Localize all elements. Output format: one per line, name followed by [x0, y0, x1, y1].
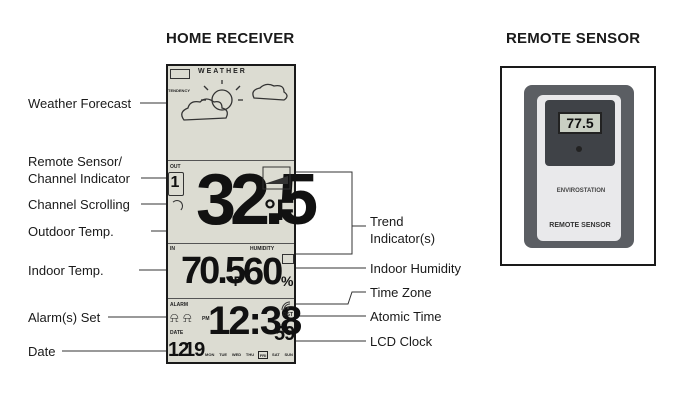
remote-sensor-frame [500, 66, 656, 266]
label-channel-indicator-line2: Channel Indicator [28, 171, 130, 186]
weather-label: WEATHER [198, 68, 247, 75]
home-receiver-lcd [166, 64, 296, 364]
label-time-zone: Time Zone [370, 285, 432, 300]
date-day: 19 [184, 339, 205, 361]
indoor-temp-unit: °F [228, 273, 243, 289]
date-label-lcd: DATE [170, 330, 184, 336]
dst-label: DST [283, 312, 293, 318]
weekday-sat: SAT [272, 352, 280, 357]
label-indoor-temp: Indoor Temp. [28, 263, 104, 278]
label-date: Date [28, 344, 56, 359]
atomic-signal-icon [281, 301, 291, 311]
alarm-bell-2-icon: ⍾ [183, 310, 192, 325]
sun-cloud-icon [181, 80, 288, 121]
sensor-led-icon [576, 146, 582, 152]
lcd-divider-indoor [168, 298, 294, 299]
out-label: OUT [170, 164, 181, 170]
label-atomic-time: Atomic Time [370, 309, 442, 324]
weekday-wed: WED [231, 352, 242, 357]
weekday-sun: SUN [284, 352, 293, 357]
label-trend-line2: Indicator(s) [370, 231, 436, 246]
label-trend-line1: Trend [370, 214, 404, 229]
weekday-thu: THU [245, 352, 255, 357]
weekday-mon: MON [205, 352, 215, 357]
home-receiver-heading: HOME RECEIVER [166, 30, 295, 47]
pm-label: PM [202, 316, 210, 322]
label-lcd-clock: LCD Clock [370, 334, 433, 349]
time-zone-leader [292, 291, 366, 305]
outdoor-temp-value: 32.5 [196, 160, 318, 240]
channel-indicator-box [168, 172, 184, 196]
date-month: 12 [168, 339, 189, 361]
label-channel-scrolling: Channel Scrolling [28, 197, 130, 212]
remote-sensor-name: REMOTE SENSOR [549, 222, 611, 229]
label-weather-forecast: Weather Forecast [28, 96, 132, 111]
alarm-bell-icon: ⍾ [170, 310, 179, 325]
humidity-trend-icon [282, 254, 294, 264]
remote-sensor-screen [558, 112, 602, 134]
remote-sensor-screen-value: 77.5 [566, 115, 594, 131]
label-indoor-humidity: Indoor Humidity [370, 261, 462, 276]
weekday-fri: FRI [257, 351, 269, 359]
humidity-label: HUMIDITY [250, 246, 275, 252]
outdoor-temp-unit: °F [264, 194, 295, 227]
label-remote-sensor-line1: Remote Sensor/ [28, 154, 122, 169]
time-value: 12:38 [208, 299, 302, 343]
channel-scroll-icon [171, 200, 183, 212]
seconds-value: 59 [274, 323, 295, 345]
outdoor-trend-icon [262, 166, 291, 190]
remote-sensor-heading: REMOTE SENSOR [506, 30, 641, 47]
trend-indicator-bracket [280, 171, 353, 255]
humidity-value: 60 [243, 251, 283, 293]
label-outdoor-temp: Outdoor Temp. [28, 224, 114, 239]
channel-value: 1 [170, 174, 180, 191]
remote-sensor-brand: ENVIROSTATION [556, 188, 606, 194]
in-label: IN [170, 246, 175, 252]
label-alarm-set: Alarm(s) Set [28, 310, 101, 325]
humidity-unit: % [281, 273, 294, 289]
tendency-label: TENDENCY [168, 88, 191, 93]
tendency-box [170, 69, 190, 79]
weekday-tue: TUE [219, 352, 228, 357]
indoor-temp-value: 70.5 [181, 250, 246, 292]
lcd-divider-weather [168, 160, 294, 161]
lcd-divider-outdoor [168, 243, 294, 244]
alarm-label: ALARM [170, 302, 189, 308]
